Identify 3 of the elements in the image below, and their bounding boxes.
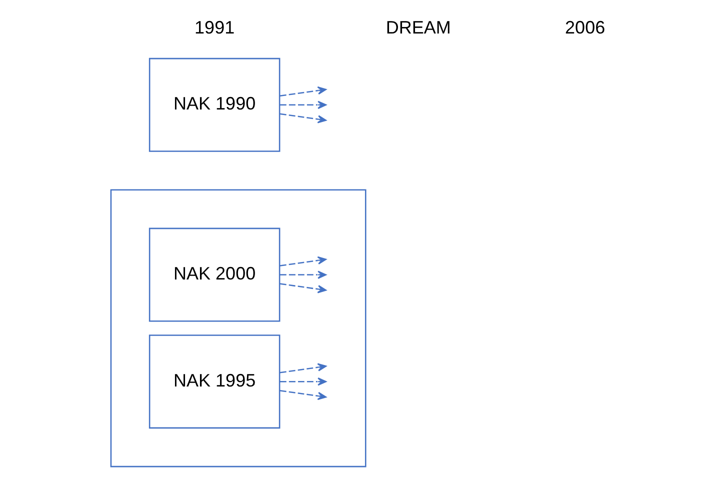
label: 1991 xyxy=(194,17,235,38)
label: 2006 xyxy=(565,17,606,38)
label: DREAM xyxy=(386,17,451,38)
